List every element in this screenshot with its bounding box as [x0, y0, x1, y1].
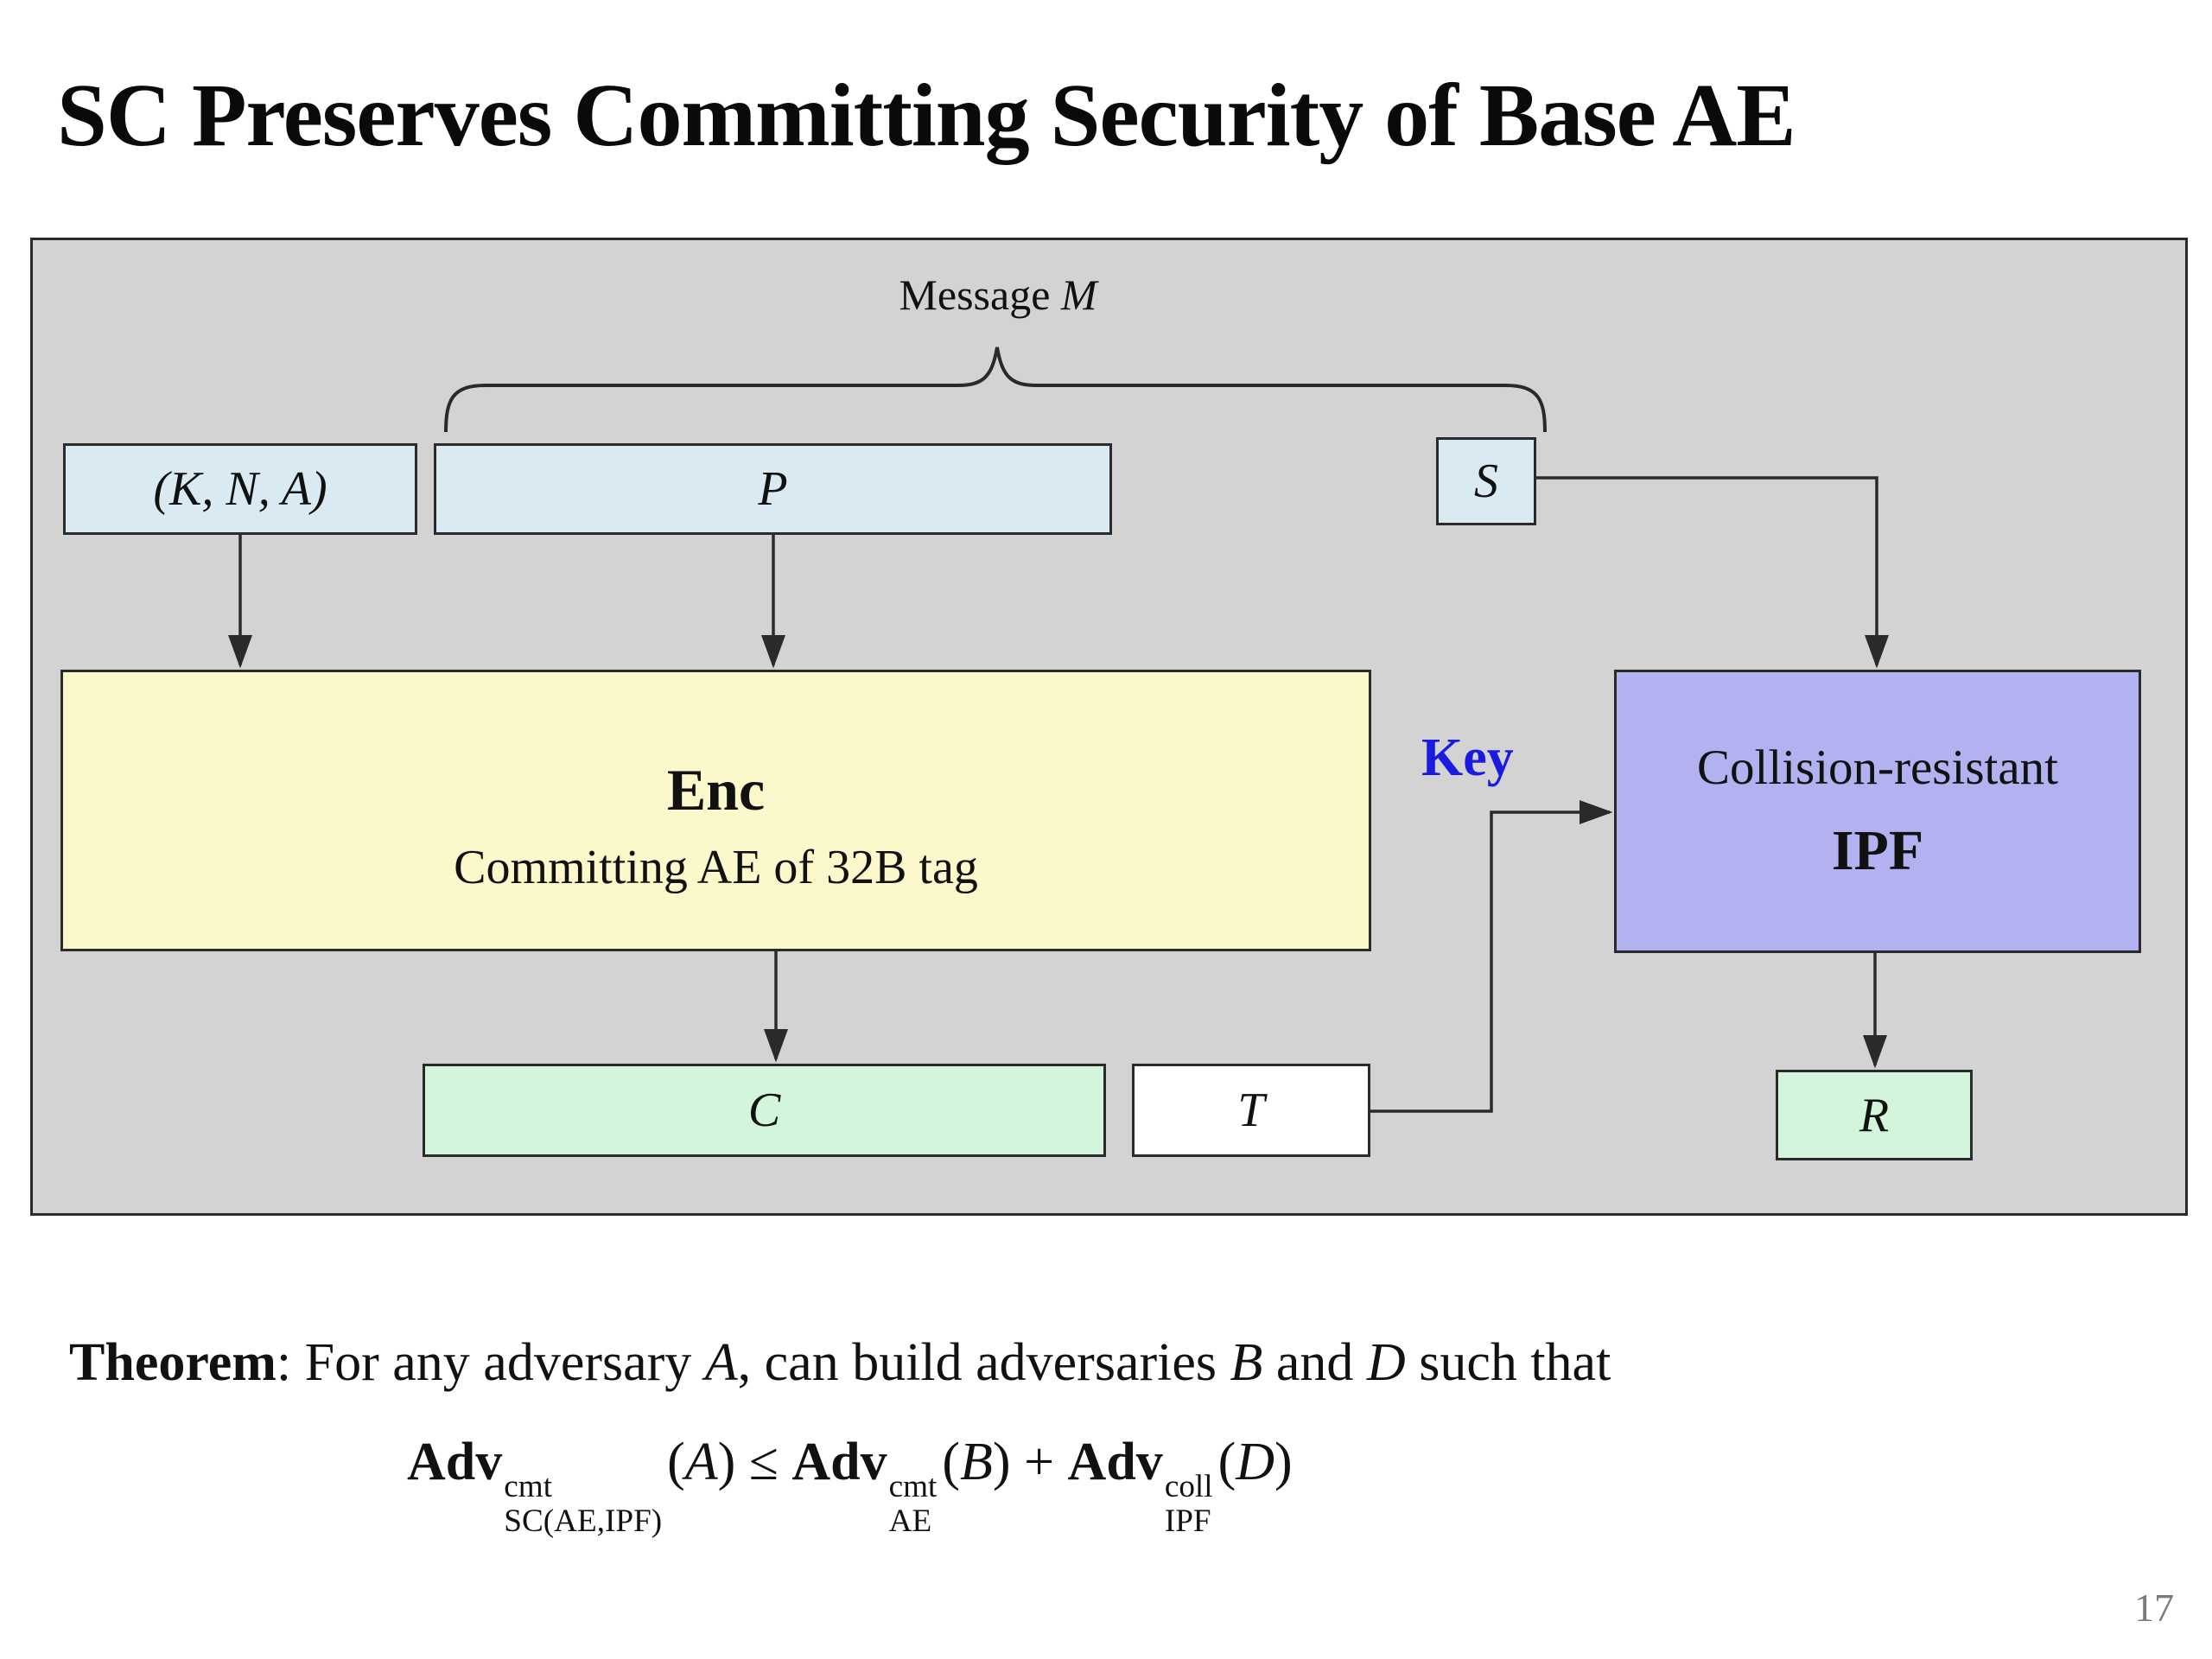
ipf-line1: Collision-resistant	[1697, 740, 2058, 795]
slide-title: SC Preserves Committing Security of Base…	[57, 66, 1796, 165]
ciphertext-box: C	[423, 1064, 1106, 1157]
message-label: Message M	[825, 270, 1171, 320]
tag-label: T	[1237, 1084, 1265, 1137]
message-label-var: M	[1060, 270, 1097, 319]
enc-box: Enc Committing AE of 32B tag	[60, 670, 1371, 951]
plaintext-box: P	[434, 443, 1112, 535]
ipf-box: Collision-resistant IPF	[1614, 670, 2141, 953]
result-box: R	[1776, 1070, 1973, 1160]
tag-box: T	[1132, 1064, 1370, 1157]
page-number: 17	[2134, 1586, 2174, 1630]
suffix-label: S	[1474, 454, 1498, 508]
kna-input-box: (K, N, A)	[63, 443, 417, 535]
ciphertext-label: C	[747, 1084, 781, 1137]
enc-title: Enc	[666, 756, 766, 823]
enc-subtitle: Committing AE of 32B tag	[454, 840, 978, 894]
plaintext-label: P	[758, 462, 788, 516]
result-label: R	[1859, 1088, 1890, 1142]
suffix-box: S	[1436, 437, 1536, 525]
theorem-text: Theorem: For any adversary A, can build …	[69, 1333, 1611, 1392]
ipf-line2: IPF	[1831, 818, 1924, 882]
kna-label: (K, N, A)	[153, 462, 327, 516]
key-label: Key	[1421, 728, 1514, 787]
message-label-text: Message	[899, 270, 1051, 319]
